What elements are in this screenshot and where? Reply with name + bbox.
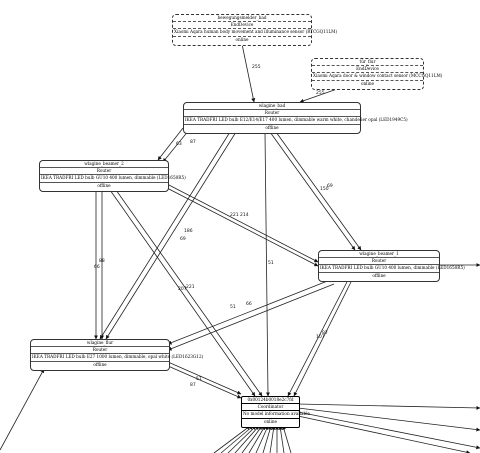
- node-coordinator[interactable]: 0x00124b0018e2c7fd Coordinator No model …: [241, 396, 311, 428]
- edge-label: 150: [320, 186, 329, 192]
- node-title: wlagine_beamer_2: [84, 161, 124, 166]
- node-tuer-flur[interactable]: tür_flur EndDevice Xiaomi Aqara door & w…: [311, 58, 443, 90]
- node-title: 0x00124b0018e2c7fd: [247, 397, 294, 402]
- node-type: EndDevice: [173, 21, 311, 28]
- node-type: Coordinator: [242, 403, 299, 410]
- offscreen-edge: [213, 425, 251, 453]
- edge-flur-coordinator-a: [167, 365, 242, 399]
- edge-tuer-bad: [299, 87, 341, 103]
- offscreen-edge: [227, 425, 257, 453]
- offscreen-edge: [220, 425, 254, 453]
- offscreen-edge: [269, 425, 276, 453]
- edge-beamer1-flur-a: [167, 279, 331, 345]
- edge-layer: [94, 43, 362, 399]
- offscreen-edge: [297, 403, 480, 410]
- edge-bad-beamer2-a: [157, 127, 184, 161]
- offscreen-edge-layer: [0, 263, 480, 453]
- offscreen-edge: [297, 415, 471, 453]
- edge-bad-flur-b: [105, 131, 237, 340]
- edge-label: 255: [252, 64, 261, 70]
- edge-label: 87: [322, 330, 328, 336]
- offscreen-edge: [278, 425, 285, 453]
- offscreen-edge: [297, 411, 480, 450]
- node-wlagine-beamer-2[interactable]: wlagine_beamer_2 Router IKEA TRADFRI LED…: [39, 160, 186, 192]
- node-wlagine-bad[interactable]: wlagine_bad Router IKEA TRADFRI LED bulb…: [183, 102, 408, 134]
- offscreen-edge: [0, 368, 45, 451]
- edge-label: 51: [230, 304, 236, 310]
- node-type: Router: [319, 257, 439, 264]
- edge-label: 214: [240, 212, 249, 218]
- edge-label: 51: [196, 376, 202, 382]
- node-model: IKEA TRADFRI LED bulb GU10 400 lumen, di…: [40, 174, 186, 181]
- edge-label: 66: [246, 301, 252, 307]
- edge-label: 255: [316, 90, 325, 96]
- node-wlagine-beamer-1[interactable]: wlagine_beamer_1 Router IKEA TRADFRI LED…: [318, 250, 465, 282]
- node-status: offline: [319, 271, 439, 279]
- node-model: Xiaomi Aqara door & window contact senso…: [312, 72, 443, 79]
- offscreen-edge: [255, 425, 269, 453]
- edge-label: 207: [178, 286, 187, 292]
- edge-label: 87: [190, 382, 196, 388]
- node-model: No model information available: [242, 410, 311, 417]
- edge-bad-flur-a: [99, 131, 231, 340]
- offscreen-edge: [234, 425, 260, 453]
- edge-beamer2-beamer1-b: [166, 187, 319, 267]
- edge-label: 69: [180, 236, 186, 242]
- edge-beamer2-coordinator-b: [115, 189, 263, 397]
- offscreen-edge: [297, 407, 480, 432]
- node-model: Xiaomi Aqara human body movement and ill…: [173, 28, 338, 35]
- node-status: offline: [40, 181, 168, 189]
- node-wlagine-flur[interactable]: wlagine_flur Router IKEA TRADFRI LED bul…: [30, 339, 204, 371]
- node-status: offline: [184, 123, 360, 131]
- node-type: EndDevice: [312, 65, 423, 72]
- offscreen-edge: [282, 425, 292, 453]
- node-title: wlagine_bad: [258, 103, 286, 108]
- node-title: bewegungsmelder_bad: [217, 15, 267, 20]
- node-model: IKEA TRADFRI LED bulb E12/E14/E17 400 lu…: [184, 116, 408, 123]
- edge-label: 221: [230, 212, 239, 218]
- node-status: online: [242, 417, 299, 425]
- edge-beamer1-coordinator-a: [287, 279, 349, 397]
- node-title: wlagine_beamer_1: [359, 251, 399, 256]
- edge-label: 88: [99, 258, 105, 264]
- node-model: IKEA TRADFRI LED bulb E27 1000 lumen, di…: [31, 353, 204, 360]
- node-status: online: [312, 79, 423, 87]
- edge-label: 69: [327, 183, 333, 189]
- edge-label: 186: [184, 228, 193, 234]
- node-bewegungsmelder-bad[interactable]: bewegungsmelder_bad EndDevice Xiaomi Aqa…: [172, 14, 338, 46]
- edge-beamer2-beamer1-a: [166, 183, 319, 263]
- edge-label: 51: [268, 260, 274, 266]
- node-model: IKEA TRADFRI LED bulb GU10 400 lumen, di…: [319, 264, 465, 271]
- node-type: Router: [40, 167, 168, 174]
- edge-beamer1-flur-b: [167, 283, 335, 351]
- edge-beamer2-coordinator-a: [109, 189, 256, 397]
- edge-bad-beamer1-b: [275, 131, 362, 251]
- edge-beamer1-coordinator-b: [293, 279, 353, 397]
- offscreen-edge: [248, 425, 266, 453]
- edge-bad-beamer2-b: [162, 129, 190, 163]
- edge-label: 221: [186, 284, 195, 290]
- edge-label: 63: [176, 141, 182, 147]
- node-status: offline: [31, 360, 169, 368]
- offscreen-edge: [241, 425, 263, 453]
- node-type: Router: [31, 346, 169, 353]
- edge-label: 66: [94, 264, 100, 270]
- edge-label: 107: [316, 334, 325, 340]
- node-title: wlagine_flur: [86, 340, 114, 345]
- node-title: tür_flur: [359, 59, 376, 64]
- node-type: Router: [184, 109, 360, 116]
- edge-flur-coordinator-b: [167, 361, 242, 395]
- edge-bad-coordinator: [264, 131, 270, 397]
- edge-bewegungsmelder-bad: [241, 43, 256, 103]
- offscreen-edge: [262, 425, 272, 453]
- edge-label: 87: [190, 139, 196, 145]
- node-status: online: [173, 35, 311, 43]
- edge-bad-beamer1-a: [269, 131, 356, 251]
